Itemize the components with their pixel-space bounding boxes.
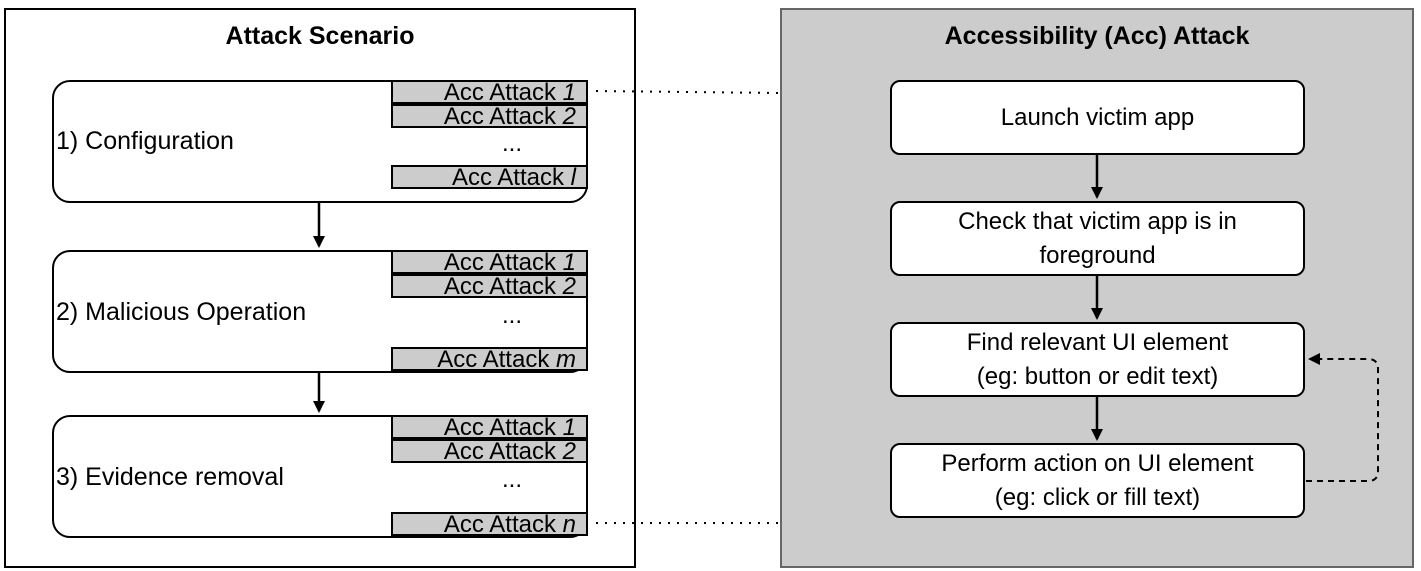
ellipsis: ... <box>501 130 522 157</box>
step-perform-action: Perform action on UI element (eg: click o… <box>890 443 1305 518</box>
step-text: Launch victim app <box>1000 103 1195 131</box>
attack-scenario-title: Attack Scenario <box>225 22 415 50</box>
phase-label: 1) Configuration <box>56 127 234 155</box>
acc-attack-box: Acc Attack m <box>391 347 588 372</box>
step-text: Check that victim app is in <box>958 207 1237 235</box>
acc-attack-box: Acc Attack l <box>391 165 588 190</box>
phase-label: 3) Evidence removal <box>56 463 284 491</box>
step-text: (eg: click or fill text) <box>994 483 1201 511</box>
acc-attack-box: Acc Attack 2 <box>391 104 588 129</box>
step-find-ui-element: Find relevant UI element (eg: button or e… <box>890 322 1305 397</box>
acc-attack-box: Acc Attack 1 <box>391 415 588 440</box>
step-text: Perform action on UI element <box>941 449 1254 477</box>
acc-attack-title: Accessibility (Acc) Attack <box>944 22 1250 50</box>
step-text: Find relevant UI element <box>966 328 1229 356</box>
step-text: foreground <box>1039 241 1156 269</box>
loop-back-arrow <box>1306 353 1379 482</box>
step-check-foreground: Check that victim app is in foreground <box>890 201 1305 276</box>
acc-attack-box: Acc Attack 1 <box>391 80 588 105</box>
phase-label: 2) Malicious Operation <box>56 298 307 326</box>
acc-attack-box: Acc Attack 1 <box>391 250 588 275</box>
ellipsis: ... <box>501 466 522 493</box>
acc-attack-box: Acc Attack 2 <box>391 439 588 464</box>
acc-attack-box: Acc Attack n <box>391 512 588 537</box>
dotted-link-top <box>595 90 781 94</box>
step-launch-victim-app: Launch victim app <box>890 80 1305 155</box>
acc-attack-box: Acc Attack 2 <box>391 274 588 299</box>
ellipsis: ... <box>501 302 522 329</box>
step-text: (eg: button or edit text) <box>976 362 1219 390</box>
